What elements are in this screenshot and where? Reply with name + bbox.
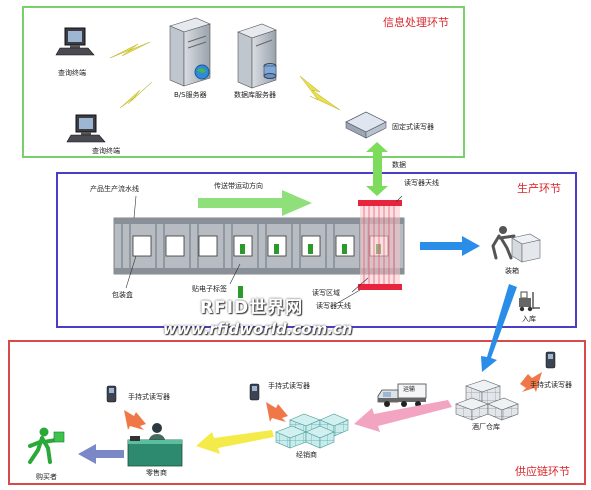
worker-boxing-icon (491, 226, 541, 263)
computer-icon (55, 27, 95, 56)
cashier-icon (127, 423, 183, 467)
customer-icon (28, 427, 65, 464)
label-bs-server: B/S服务器 (174, 91, 207, 99)
forklift-icon (519, 291, 540, 312)
lightning-icon (109, 41, 151, 59)
label-reader-antenna-top: 读写器天线 (404, 179, 439, 187)
packaging-box (198, 235, 218, 257)
lightning-icon (299, 75, 341, 111)
handheld-reader-icon (106, 385, 117, 403)
label-handheld-reader-warehouse: 手持式读写器 (530, 381, 572, 389)
label-db-server: 数据库服务器 (234, 91, 276, 99)
tagged-box (233, 235, 253, 257)
reader-icon (345, 111, 387, 139)
flow-arrow-to-consumer (78, 444, 124, 464)
label-factory-warehouse: 酒厂仓库 (472, 423, 500, 431)
database-server-icon (237, 23, 277, 89)
label-conveyor-direction: 传送带运动方向 (214, 182, 263, 190)
label-packaging-box: 包装盒 (112, 291, 133, 299)
label-read-zone: 读写区域 (312, 289, 340, 297)
truck-icon (377, 383, 427, 407)
distributor-boxes-icon (275, 413, 349, 449)
packaging-box (165, 235, 185, 257)
section-title-production: 生产环节 (517, 182, 561, 195)
tagged-box (301, 235, 321, 257)
label-reader-antenna-bottom: 读写器天线 (316, 302, 351, 310)
warehouse-boxes-icon (455, 379, 519, 421)
label-consumer: 购买者 (36, 473, 57, 481)
server-icon (169, 17, 211, 87)
section-title-info: 信息处理环节 (383, 16, 449, 29)
production-section: 生产环节 (56, 172, 577, 328)
label-query-terminal-1: 查询终端 (58, 69, 86, 77)
data-double-arrow (366, 142, 388, 196)
watermark-title: RFID世界网 (200, 298, 304, 318)
label-retailer: 零售商 (146, 469, 167, 477)
label-boxing: 装箱 (505, 267, 519, 275)
label-warehouse-in: 入库 (522, 315, 536, 323)
label-distributor: 经销商 (296, 451, 317, 459)
label-query-terminal-2: 查询终端 (92, 147, 120, 155)
reader-antenna-top (358, 200, 402, 206)
flow-arrow-to-distributor (354, 400, 452, 432)
label-handheld-reader-distributor: 手持式读写器 (268, 382, 310, 390)
info-processing-section: 信息处理环节 (22, 6, 465, 158)
tagged-box (267, 235, 287, 257)
computer-icon (66, 114, 106, 143)
label-fixed-reader: 固定式读写器 (392, 123, 434, 131)
lightning-icon (119, 81, 153, 109)
handheld-reader-icon (545, 351, 556, 369)
label-tag-attach: 贴电子标签 (192, 285, 227, 293)
label-production-line: 产品生产流水线 (90, 185, 139, 193)
flow-arrow-to-warehouse (481, 284, 517, 372)
read-zone (360, 202, 400, 288)
packaging-box (132, 235, 152, 257)
label-handheld-reader-retailer: 手持式读写器 (128, 393, 170, 401)
handheld-reader-icon (249, 383, 260, 401)
flow-arrow-to-retailer (196, 430, 274, 454)
supply-chain-section: 供应链环节 (8, 340, 586, 485)
scan-arrow-icon (520, 372, 542, 392)
label-data: 数据 (392, 161, 406, 169)
watermark-url: www.rfidworld.com.cn (163, 320, 353, 338)
reader-antenna-bottom (358, 284, 402, 290)
scan-arrow-icon (266, 402, 288, 422)
flow-arrow-to-boxing (420, 236, 480, 256)
tagged-box (335, 235, 355, 257)
scan-arrow-icon (124, 410, 146, 430)
rfid-tag (238, 286, 243, 298)
label-truck-text: 运输 (403, 386, 416, 393)
conveyor-direction-arrow (198, 190, 312, 216)
section-title-supply: 供应链环节 (515, 465, 570, 478)
